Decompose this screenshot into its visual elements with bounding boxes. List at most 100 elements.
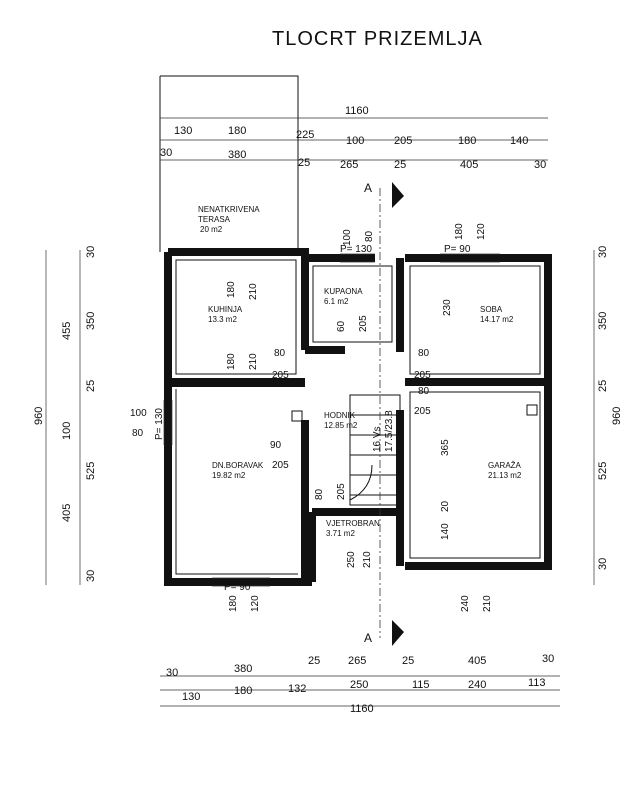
- dim-left-b1: 350: [85, 312, 97, 330]
- terrace-outline: [159, 75, 299, 252]
- dim-top-r1-2: 225: [296, 129, 314, 141]
- chimney-right: [526, 404, 538, 416]
- dim-left-b3: 525: [85, 462, 97, 480]
- terrace-name: NENATKRIVENA: [198, 205, 260, 214]
- dim-140: 140: [440, 523, 451, 540]
- dim-bot-r2-4: 115: [412, 679, 430, 691]
- dim-top-r1-5: 180: [458, 135, 476, 147]
- dim-90: 90: [270, 440, 282, 451]
- dim-365: 365: [440, 439, 451, 456]
- label-p90-bottom: P= 90: [224, 582, 251, 593]
- dim-bot-r2-2: 132: [288, 683, 306, 695]
- room-hodnik-name: HODNIK: [324, 411, 356, 420]
- section-label-top: A: [364, 181, 372, 195]
- label-p130-top: P= 130: [340, 244, 372, 255]
- dim-120-d: 120: [250, 595, 261, 612]
- room-garaza-area: 21.13 m2: [488, 471, 522, 480]
- wall-kitchen: [168, 258, 320, 386]
- dim-20: 20: [440, 500, 451, 512]
- label-p130-left: P= 130: [154, 408, 165, 440]
- dim-205-a: 205: [272, 370, 289, 381]
- dim-top-r2-3: 265: [340, 159, 358, 171]
- dim-100-b: 100: [130, 408, 147, 419]
- chimney-left: [291, 410, 303, 422]
- room-kupaona-name: KUPAONA: [324, 287, 363, 296]
- dim-80-e: 80: [314, 488, 325, 500]
- dim-top-r2-1: 380: [228, 149, 246, 161]
- dim-60-a: 60: [336, 320, 347, 332]
- dim-right-a3: 525: [597, 462, 609, 480]
- plan-title: TLOCRT PRIZEMLJA: [272, 28, 483, 50]
- room-vjetrobran-area: 3.71 m2: [326, 529, 355, 538]
- wall-hall: [308, 346, 400, 582]
- dim-80-d: 80: [418, 386, 430, 397]
- label-stairs: 16 Vs: [372, 426, 383, 452]
- dim-250: 250: [346, 551, 357, 568]
- dim-bot-r1-5: 405: [468, 655, 486, 667]
- terrace-name-2: TERASA: [198, 215, 231, 224]
- outer-wall-right: [305, 254, 552, 570]
- right-dimensions: 30 350 25 525 30 960: [597, 246, 623, 570]
- inner-lines: [175, 259, 298, 575]
- dim-bot-r1-2: 25: [308, 655, 320, 667]
- dim-left-b0: 30: [85, 246, 97, 258]
- section-arrow-bottom: [392, 620, 404, 646]
- dim-210-c: 210: [248, 353, 259, 370]
- dim-top-r2-5: 405: [460, 159, 478, 171]
- section-label-bottom: A: [364, 631, 372, 645]
- dim-left-total: 960: [33, 407, 45, 425]
- dim-80-c: 80: [418, 348, 430, 359]
- windows: [163, 253, 500, 587]
- dim-lines-horizontal: [160, 117, 560, 707]
- bottom-dimensions: 30 380 25 265 25 405 30 130 180 132 250 …: [166, 653, 554, 715]
- dim-top-r1-4: 205: [394, 135, 412, 147]
- dim-left-a2: 405: [61, 504, 73, 522]
- dim-lines-vertical: [45, 250, 595, 585]
- dim-left-b2: 25: [85, 380, 97, 392]
- dim-205-f: 205: [336, 483, 347, 500]
- dim-top-r1-6: 140: [510, 135, 528, 147]
- room-soba-area: 14.17 m2: [480, 315, 514, 324]
- dim-bot-r2-3: 250: [350, 679, 368, 691]
- dim-210-d: 210: [362, 551, 373, 568]
- dim-right-a0: 30: [597, 246, 609, 258]
- inner-lines-2: [312, 265, 541, 559]
- outer-wall-left: [164, 248, 312, 586]
- dim-120-a: 120: [476, 223, 487, 240]
- dim-80-f: 80: [132, 428, 144, 439]
- room-garaza-name: GARAŽA: [488, 461, 522, 470]
- dim-bot-total: 1160: [350, 703, 374, 715]
- wall-living: [172, 379, 309, 582]
- dim-bot-r2-1: 180: [234, 685, 252, 697]
- room-kupaona-area: 6.1 m2: [324, 297, 349, 306]
- dim-205-e: 205: [272, 460, 289, 471]
- dim-100-a: 100: [342, 229, 353, 246]
- dim-right-a4: 30: [597, 558, 609, 570]
- dim-top-r2-2: 25: [298, 157, 310, 169]
- room-boravak-name: DN.BORAVAK: [212, 461, 264, 470]
- dim-bot-r2-5: 240: [468, 679, 486, 691]
- dim-230: 230: [442, 299, 453, 316]
- dim-right-a1: 350: [597, 312, 609, 330]
- room-soba-name: SOBA: [480, 305, 503, 314]
- dim-180-c: 180: [226, 353, 237, 370]
- dim-180-a: 180: [454, 223, 465, 240]
- dim-210-e: 210: [482, 595, 493, 612]
- dim-80-b: 80: [274, 348, 286, 359]
- dim-80-a: 80: [364, 230, 375, 242]
- left-dimensions: 960 455 100 405 30 350 25 525 30: [33, 246, 97, 582]
- dim-bot-r2-6: 113: [528, 677, 546, 689]
- staircase: [349, 394, 401, 506]
- dim-bot-r1-6: 30: [542, 653, 554, 665]
- room-hodnik-area: 12.85 m2: [324, 421, 358, 430]
- dim-bot-r1-3: 265: [348, 655, 366, 667]
- dim-bot-r1-0: 30: [166, 667, 178, 679]
- terrace-area: 20 m2: [200, 225, 223, 234]
- room-vjetrobran-name: VJETROBRAN: [326, 519, 380, 528]
- dim-240: 240: [460, 595, 471, 612]
- dim-205-c: 205: [414, 370, 431, 381]
- dim-left-a0: 455: [61, 322, 73, 340]
- dim-top-r2-6: 30: [534, 159, 546, 171]
- dim-right-a2: 25: [597, 380, 609, 392]
